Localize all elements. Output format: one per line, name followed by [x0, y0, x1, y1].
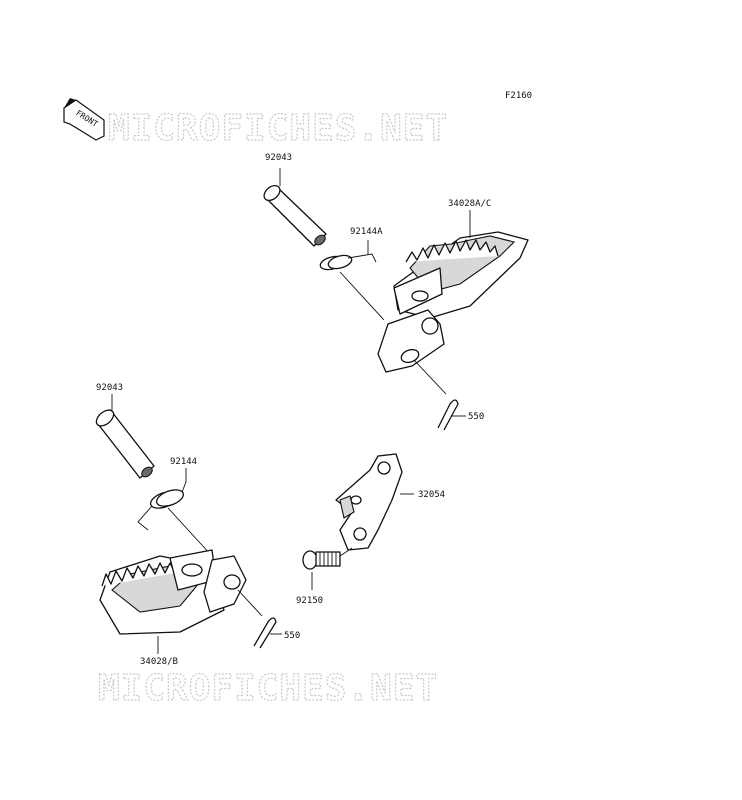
spring-lower — [137, 468, 213, 557]
label-pin-upper: 92043 — [265, 153, 292, 163]
label-pin-lower: 92043 — [96, 383, 123, 393]
pin-upper — [263, 168, 327, 247]
pin-lower — [95, 394, 155, 479]
footpeg-right — [377, 210, 529, 373]
bracket — [335, 453, 414, 551]
label-spring-upper: 92144A — [350, 227, 383, 237]
footpeg-left — [99, 549, 247, 654]
cotter-pin-lower — [237, 589, 282, 649]
label-bracket: 32054 — [418, 490, 445, 500]
label-cotter-pin-upper: 550 — [468, 412, 484, 422]
front-arrow-icon: FRONT — [63, 98, 105, 141]
bolt — [302, 547, 353, 590]
watermark-top: MICROFICHES.NET — [108, 108, 448, 149]
label-spring-lower: 92144 — [170, 457, 197, 467]
label-cotter-pin-lower: 550 — [284, 631, 300, 641]
watermark-bottom: MICROFICHES.NET — [98, 668, 438, 709]
label-footpeg-right: 34028A/C — [448, 199, 491, 209]
cotter-pin-upper — [413, 359, 466, 431]
figure-code: F2160 — [505, 91, 532, 101]
label-bolt: 92150 — [296, 596, 323, 606]
spring-upper — [319, 240, 385, 321]
label-footpeg-left: 34028/B — [140, 657, 178, 667]
